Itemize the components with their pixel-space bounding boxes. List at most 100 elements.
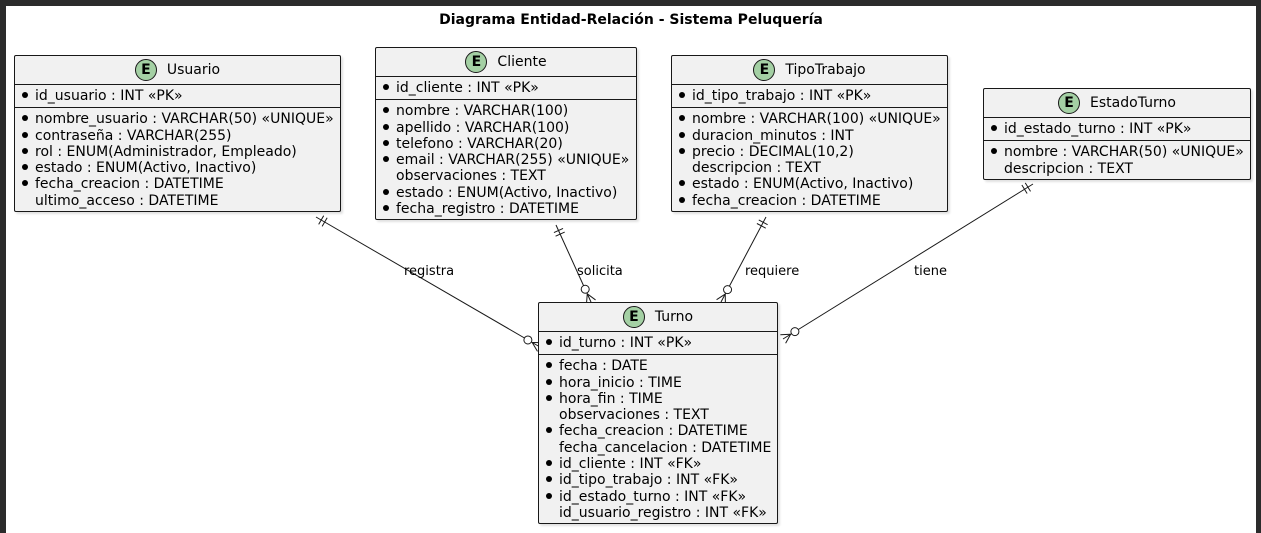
diagram-title: Diagrama Entidad-Relación - Sistema Pelu… [439,12,823,28]
attribute-text: id_tipo_trabajo : INT «FK» [559,472,738,489]
attribute-text: id_cliente : INT «FK» [559,456,702,473]
attribute-row: estado : ENUM(Activo, Inactivo) [677,176,942,192]
entity-name: EstadoTurno [1090,95,1176,111]
attribute-text: descripcion : TEXT [1004,160,1133,177]
required-bullet-icon [677,176,692,192]
many-marker-icon [716,293,726,301]
attribute-text: fecha_cancelacion : DATETIME [559,439,772,456]
attribute-row: nombre : VARCHAR(50) «UNIQUE» [989,144,1245,160]
attribute-text: rol : ENUM(Administrador, Empleado) [35,143,297,160]
attribute-text: estado : ENUM(Activo, Inactivo) [396,184,618,201]
attribute-text: id_usuario_registro : INT «FK» [559,504,767,521]
one-marker-icon [1021,184,1028,194]
relationship-label: registra [404,264,454,279]
required-bullet-icon [544,456,559,472]
attribute-text: nombre : VARCHAR(100) [396,103,569,120]
attribute-text: contraseña : VARCHAR(255) [35,127,232,144]
attribute-row: apellido : VARCHAR(100) [381,120,631,136]
attribute-text: telefono : VARCHAR(20) [396,135,563,152]
attribute-row: id_usuario : INT «PK» [20,88,335,104]
zero-marker-icon [580,284,590,294]
attribute-row: fecha_registro : DATETIME [381,201,631,217]
attribute-row: id_cliente : INT «FK» [544,456,772,472]
attribute-text: id_estado_turno : INT «PK» [1004,121,1192,137]
required-bullet-icon [989,144,1004,160]
attribute-row: descripcion : TEXT [989,161,1245,177]
attribute-row: id_estado_turno : INT «PK» [989,121,1245,137]
attribute-text: nombre : VARCHAR(100) «UNIQUE» [692,111,941,128]
attribute-list: nombre : VARCHAR(50) «UNIQUE»descripcion… [984,141,1250,179]
attribute-row: rol : ENUM(Administrador, Empleado) [20,144,335,160]
required-bullet-icon [544,423,559,439]
required-bullet-icon [20,144,35,160]
attribute-text: id_usuario : INT «PK» [35,88,183,104]
attribute-text: hora_fin : TIME [559,390,663,407]
required-bullet-icon [677,128,692,144]
entity-badge-icon: E [465,51,488,73]
attribute-text: fecha_creacion : DATETIME [692,192,881,209]
attribute-text: id_estado_turno : INT «FK» [559,488,747,505]
attribute-text: apellido : VARCHAR(100) [396,119,570,136]
required-bullet-icon [20,88,35,104]
attribute-text: nombre_usuario : VARCHAR(50) «UNIQUE» [35,111,334,128]
attribute-row: fecha_creacion : DATETIME [677,193,942,209]
one-marker-icon [756,223,766,229]
attribute-row: id_turno : INT «PK» [544,335,772,351]
required-bullet-icon [381,103,396,119]
primary-key-section: id_estado_turno : INT «PK» [984,118,1250,142]
attribute-row: fecha_cancelacion : DATETIME [544,440,772,456]
diagram-sheet: Diagrama Entidad-Relación - Sistema Pelu… [6,6,1256,533]
attribute-text: observaciones : TEXT [559,407,709,424]
attribute-row: descripcion : TEXT [677,160,942,176]
attribute-row: ultimo_acceso : DATETIME [20,193,335,209]
relationship-label: tiene [914,264,947,279]
attribute-row: id_usuario_registro : INT «FK» [544,505,772,521]
required-bullet-icon [677,111,692,127]
attribute-row: hora_inicio : TIME [544,375,772,391]
zero-marker-icon [723,285,733,295]
one-marker-icon [553,227,564,233]
primary-key-section: id_usuario : INT «PK» [15,85,340,109]
required-bullet-icon [677,193,692,209]
relationship-label: solicita [577,264,623,279]
required-bullet-icon [989,121,1004,137]
attribute-text: fecha_creacion : DATETIME [35,176,224,193]
required-bullet-icon [544,375,559,391]
many-marker-icon [531,342,538,352]
attribute-text: fecha_registro : DATETIME [396,201,579,218]
required-bullet-icon [381,152,396,168]
many-marker-icon [785,334,792,344]
required-bullet-icon [20,128,35,144]
attribute-row: fecha_creacion : DATETIME [544,423,772,439]
attribute-row: nombre : VARCHAR(100) [381,103,631,119]
attribute-row: nombre : VARCHAR(100) «UNIQUE» [677,111,942,127]
attribute-row: estado : ENUM(Activo, Inactivo) [381,185,631,201]
attribute-row: observaciones : TEXT [544,407,772,423]
one-marker-icon [321,217,328,227]
relationship-line [782,183,1034,340]
attribute-text: hora_inicio : TIME [559,374,682,391]
attribute-text: nombre : VARCHAR(50) «UNIQUE» [1004,144,1244,161]
one-marker-icon [318,215,325,225]
zero-marker-icon [790,327,800,337]
attribute-row: id_tipo_trabajo : INT «FK» [544,472,772,488]
required-bullet-icon [381,136,396,152]
attribute-text: id_turno : INT «PK» [559,335,693,351]
attribute-text: fecha : DATE [559,358,648,375]
attribute-text: email : VARCHAR(255) «UNIQUE» [396,152,630,169]
attribute-text: precio : DECIMAL(10,2) [692,143,854,160]
entity-name: Usuario [166,62,221,78]
attribute-row: precio : DECIMAL(10,2) [677,144,942,160]
attribute-text: duracion_minutos : INT [692,127,854,144]
required-bullet-icon [544,391,559,407]
entity-badge-icon: E [622,306,645,328]
